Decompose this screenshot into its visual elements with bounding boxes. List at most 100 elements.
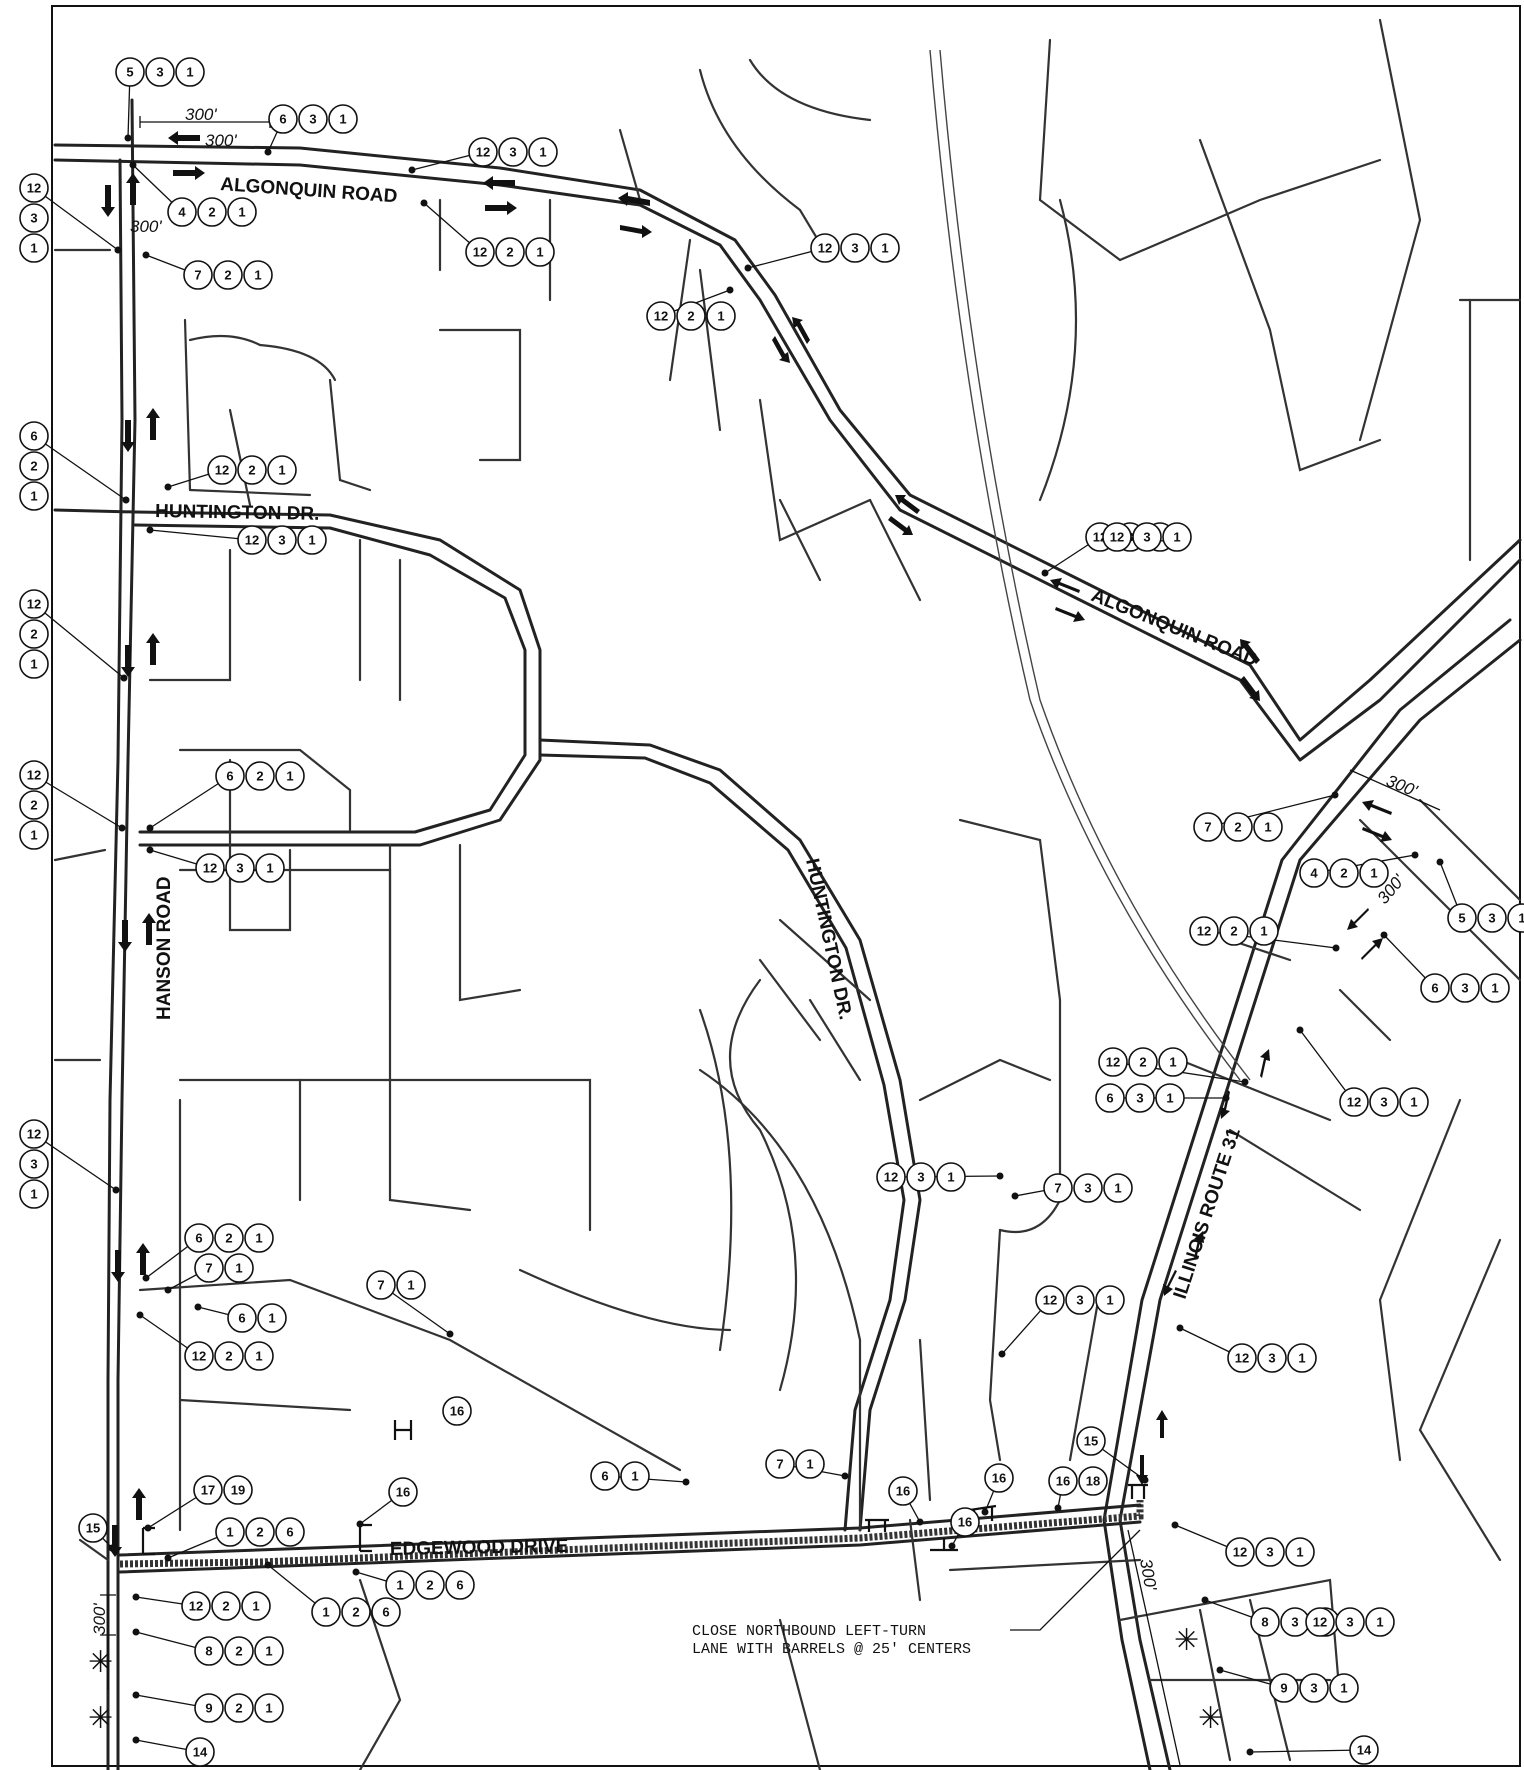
sign-number: 2 xyxy=(222,1599,229,1614)
sign-number: 6 xyxy=(30,429,37,444)
sign-number-circle xyxy=(1078,1466,1108,1496)
sign-number: 1 xyxy=(1169,1055,1176,1070)
sign-number-circle xyxy=(328,104,358,134)
sign-number-circle xyxy=(1287,1343,1317,1373)
arrow xyxy=(126,173,140,205)
sign-number-circle xyxy=(525,237,555,267)
sign-number-circle xyxy=(195,853,225,883)
sign-number: 1 xyxy=(30,1187,37,1202)
sign-number-circle xyxy=(468,137,498,167)
sign-number: 1 xyxy=(1370,866,1377,881)
sign-number: 16 xyxy=(896,1484,910,1499)
callout-point xyxy=(132,1593,140,1601)
map-frame xyxy=(51,5,1521,1767)
sign-number-circle xyxy=(906,1162,936,1192)
callout-point xyxy=(1296,1026,1304,1034)
callout-point xyxy=(132,1691,140,1699)
illinois-route-31 xyxy=(1118,638,1522,1770)
sign-number-circle xyxy=(224,1636,254,1666)
dim-300-hanson: 300' xyxy=(130,217,162,236)
callout-point xyxy=(1436,858,1444,866)
sign-number: 7 xyxy=(377,1278,384,1293)
callout-leader xyxy=(149,529,253,541)
sign-number-circle xyxy=(185,1737,215,1767)
sign-number-circle xyxy=(197,197,227,227)
sign-number-circle xyxy=(1035,1285,1065,1315)
sign-number: 2 xyxy=(235,1701,242,1716)
sign-number-circle xyxy=(275,761,305,791)
dim-300-top-2: 300' xyxy=(205,131,237,150)
callout-point xyxy=(112,1186,120,1194)
arrow xyxy=(895,495,920,514)
sign-number: 2 xyxy=(687,309,694,324)
arrow xyxy=(1240,676,1260,701)
huntington-dr-center-inner xyxy=(538,753,906,1532)
sign-number: 6 xyxy=(1106,1091,1113,1106)
sign-number: 12 xyxy=(473,245,487,260)
sign-number: 7 xyxy=(1204,820,1211,835)
dimension-labels: 300' 300' 300' 300' 300' 300' 300' xyxy=(90,105,1441,1766)
sign-number-circle xyxy=(19,1179,49,1209)
sign-number: 1 xyxy=(539,145,546,160)
callout-point xyxy=(1171,1521,1179,1529)
callout-point xyxy=(356,1520,364,1528)
callout-point xyxy=(146,526,154,534)
sign-number-circle xyxy=(1043,1173,1073,1203)
sign-number: 6 xyxy=(1431,981,1438,996)
sign-number: 2 xyxy=(30,459,37,474)
arrow xyxy=(146,633,160,665)
asterisk-icon: ✳ xyxy=(88,1702,113,1735)
sign-number-circle xyxy=(528,137,558,167)
sign-number: 2 xyxy=(1234,820,1241,835)
sign-number-circle xyxy=(1329,1673,1359,1703)
sign-number-circle xyxy=(167,197,197,227)
sign-number-circle xyxy=(237,525,267,555)
barricade-icon xyxy=(1128,1483,1148,1499)
sign-number: 1 xyxy=(1298,1351,1305,1366)
sign-number-circle xyxy=(1102,522,1132,552)
sign-callout: 16 xyxy=(356,1477,418,1528)
sign-number: 5 xyxy=(126,65,133,80)
sign-number: 1 xyxy=(1491,981,1498,996)
sign-number-circle xyxy=(19,481,49,511)
sign-number: 1 xyxy=(1173,530,1180,545)
sign-number: 6 xyxy=(286,1525,293,1540)
callout-point xyxy=(446,1330,454,1338)
algonquin-road-north-edge xyxy=(53,143,1522,742)
railroad xyxy=(929,49,1241,1081)
sign-number-circle xyxy=(1299,858,1329,888)
sign-number: 3 xyxy=(1076,1293,1083,1308)
arrow xyxy=(146,408,160,440)
sign-number-circle xyxy=(255,853,285,883)
sign-number-circle xyxy=(194,1693,224,1723)
sign-number: 12 xyxy=(1233,1545,1247,1560)
huntington-dr-west xyxy=(53,508,542,847)
callout-point xyxy=(142,251,150,259)
arrow xyxy=(168,131,200,145)
sign-number: 1 xyxy=(339,112,346,127)
callout-point xyxy=(129,161,137,169)
sign-number: 7 xyxy=(1054,1181,1061,1196)
sign-number-circle xyxy=(1219,916,1249,946)
sign-number-circle xyxy=(267,455,297,485)
callout-leader xyxy=(149,775,231,829)
label-huntington-dr-center: HUNTINGTON DR. xyxy=(801,857,856,1022)
arrow xyxy=(772,336,790,363)
sign-number: 16 xyxy=(1056,1474,1070,1489)
sign-number: 3 xyxy=(278,533,285,548)
sign-callout: 16 xyxy=(888,1476,924,1526)
sign-number: 12 xyxy=(476,145,490,160)
sign-number: 16 xyxy=(450,1404,464,1419)
callout-point xyxy=(264,148,272,156)
sign-number: 1 xyxy=(278,463,285,478)
sign-number: 3 xyxy=(30,1157,37,1172)
sign-number-circle xyxy=(1359,858,1389,888)
sign-number-circle xyxy=(145,57,175,87)
sign-number-circle xyxy=(213,260,243,290)
